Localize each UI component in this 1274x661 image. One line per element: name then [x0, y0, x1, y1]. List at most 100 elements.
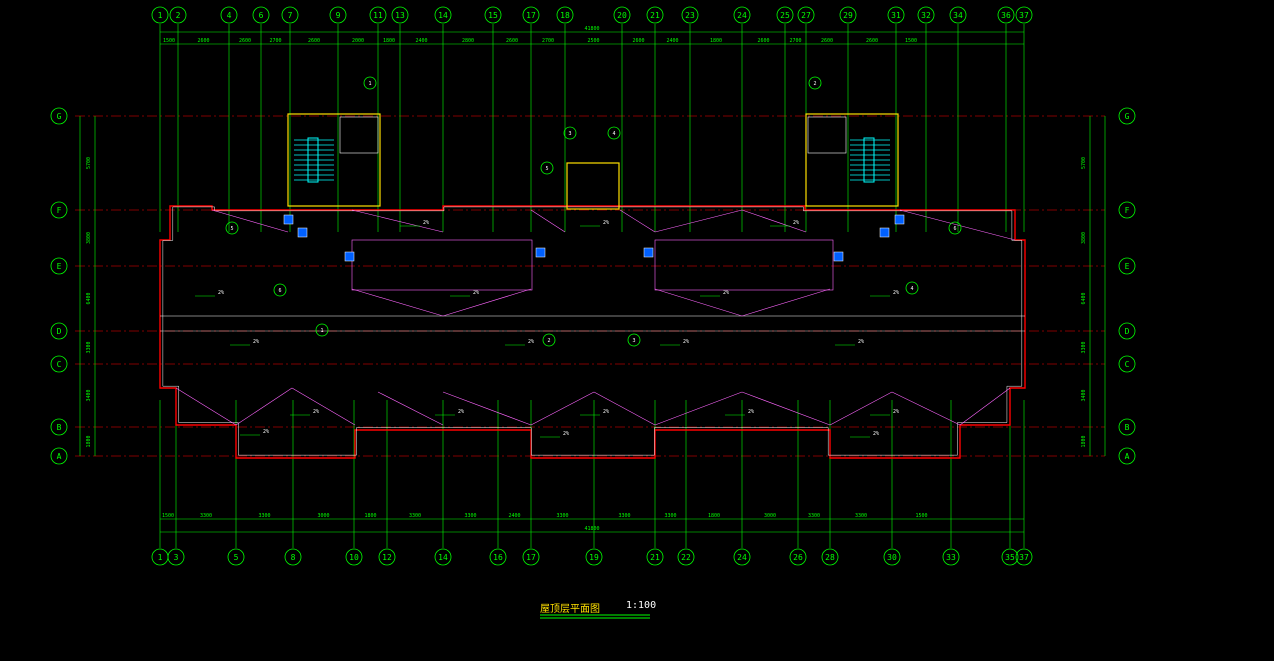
detail-tag-label: 1 [320, 328, 323, 334]
dim-top-segment: 2600 [632, 38, 644, 44]
row-label-right-B: B [1125, 423, 1130, 432]
row-bubble-left-E [50, 257, 68, 275]
detail-tag-label: 1 [368, 81, 371, 87]
grid-label-bottom-14: 14 [438, 553, 448, 562]
grid-label-bottom-21: 21 [650, 553, 660, 562]
dim-top-segment: 2700 [542, 38, 554, 44]
grid-bubble-bottom-10 [345, 548, 363, 566]
dim-left-segment: 3400 [86, 389, 92, 401]
dim-top-segment: 1500 [905, 38, 917, 44]
hip-line [377, 391, 444, 426]
grid-label-bottom-16: 16 [493, 553, 503, 562]
dim-top-segment: 2600 [866, 38, 878, 44]
detail-tag-label: 2 [547, 338, 550, 344]
dim-top-segment: 2600 [197, 38, 209, 44]
dim-bottom-segment: 1500 [915, 513, 927, 519]
grid-bubble-top-9 [329, 6, 347, 24]
dim-left-segment: 1800 [86, 435, 92, 447]
grid-bubble-top-29 [839, 6, 857, 24]
grid-bubble-bottom-33 [942, 548, 960, 566]
row-label-left-F: F [57, 206, 62, 215]
row-bubble-left-C [50, 355, 68, 373]
dim-bottom-segment: 1500 [162, 513, 174, 519]
row-bubble-right-F [1118, 201, 1136, 219]
slope-label: 2% [263, 429, 269, 435]
row-label-left-G: G [57, 112, 62, 121]
detail-tag [808, 76, 822, 90]
row-bubble-left-G [50, 107, 68, 125]
roof-drain [643, 247, 654, 258]
slope-label: 2% [893, 290, 899, 296]
dim-top-segment: 2600 [308, 38, 320, 44]
grid-bubble-bottom-21 [646, 548, 664, 566]
slope-label: 2% [458, 409, 464, 415]
grid-bubble-bottom-26 [789, 548, 807, 566]
grid-label-bottom-37: 37 [1019, 553, 1029, 562]
grid-bubble-top-25 [776, 6, 794, 24]
grid-label-top-2: 2 [176, 11, 181, 20]
hip-line [654, 209, 743, 233]
grid-bubble-bottom-22 [677, 548, 695, 566]
slope-label: 2% [563, 431, 569, 437]
drawing-title: 屋顶层平面图 [540, 604, 600, 615]
dim-top-segment: 1500 [163, 38, 175, 44]
grid-bubble-bottom-14 [434, 548, 452, 566]
detail-tag-label: 5 [545, 166, 548, 172]
grid-label-top-17: 17 [526, 11, 536, 20]
grid-label-top-6: 6 [259, 11, 264, 20]
grid-label-bottom-17: 17 [526, 553, 536, 562]
grid-bubble-bottom-8 [284, 548, 302, 566]
row-bubble-left-A [50, 447, 68, 465]
detail-tag-label: 3 [632, 338, 635, 344]
dim-bottom-segment: 3300 [556, 513, 568, 519]
grid-label-top-31: 31 [891, 11, 901, 20]
row-bubble-left-B [50, 418, 68, 436]
drawing-scale: 1:100 [626, 600, 657, 611]
grid-bubble-bottom-12 [378, 548, 396, 566]
grid-label-bottom-30: 30 [887, 553, 897, 562]
hip-line [175, 387, 237, 426]
grid-label-bottom-24: 24 [737, 553, 747, 562]
dim-right-segment: 3800 [1081, 232, 1087, 244]
grid-bubble-top-36 [997, 6, 1015, 24]
grid-label-top-25: 25 [780, 11, 790, 20]
dim-bottom-segment: 3300 [409, 513, 421, 519]
stair-well-right [863, 137, 875, 183]
row-bubble-right-C [1118, 355, 1136, 373]
grid-label-top-1: 1 [158, 11, 163, 20]
grid-label-bottom-12: 12 [382, 553, 392, 562]
hip-line [741, 288, 831, 317]
grid-label-top-20: 20 [617, 11, 627, 20]
detail-tag [273, 283, 287, 297]
hip-line [593, 391, 656, 426]
dim-bottom-segment: 3300 [808, 513, 820, 519]
low-roof-left [351, 239, 533, 291]
dim-bottom-segment: 3300 [464, 513, 476, 519]
grid-bubble-top-20 [613, 6, 631, 24]
grid-label-top-34: 34 [953, 11, 963, 20]
dim-bottom-segment: 3300 [664, 513, 676, 519]
grid-label-top-27: 27 [801, 11, 811, 20]
dim-right-segment: 5700 [1081, 157, 1087, 169]
roof-parapet [162, 206, 1023, 456]
grid-bubble-top-13 [391, 6, 409, 24]
dim-right-segment: 6400 [1081, 292, 1087, 304]
slope-label: 2% [793, 220, 799, 226]
dim-right-segment: 3300 [1081, 341, 1087, 353]
hip-line [899, 209, 1016, 241]
dim-top-segment: 2600 [821, 38, 833, 44]
axis-lines [75, 115, 1105, 457]
roof-drain [283, 214, 294, 225]
row-label-left-B: B [57, 423, 62, 432]
detail-tag [540, 161, 554, 175]
row-bubble-right-A [1118, 447, 1136, 465]
grid-label-bottom-19: 19 [589, 553, 599, 562]
dim-top-segment: 2400 [666, 38, 678, 44]
grid-bubble-top-2 [169, 6, 187, 24]
grid-bubble-bottom-28 [821, 548, 839, 566]
dim-bottom-segment: 2400 [508, 513, 520, 519]
dim-left-segment: 3800 [86, 232, 92, 244]
elevator-shaft-left [339, 116, 379, 154]
